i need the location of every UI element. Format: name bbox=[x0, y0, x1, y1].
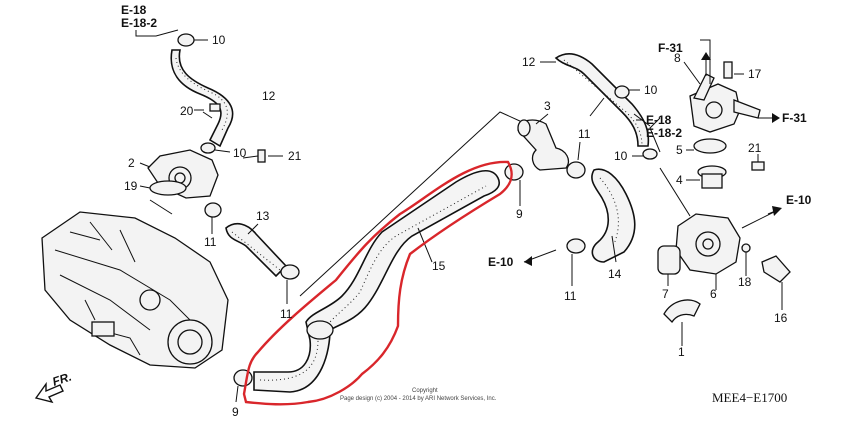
front-label: FR. bbox=[51, 370, 74, 389]
o-ring-19 bbox=[139, 180, 187, 215]
ref-e10-right: E-10 bbox=[786, 193, 812, 207]
ref-e182-top: E-18-2 bbox=[121, 16, 157, 30]
clamp-10-mid bbox=[200, 142, 231, 154]
front-arrow: FR. bbox=[34, 370, 74, 404]
ref-arrows bbox=[135, 29, 782, 266]
callout-9-a: 9 bbox=[232, 405, 239, 419]
clamp-11-c bbox=[566, 141, 586, 179]
callout-12-b: 12 bbox=[522, 55, 536, 69]
ref-f31-right: F-31 bbox=[782, 111, 807, 125]
clamp-11-b bbox=[280, 264, 300, 304]
sensor-16 bbox=[761, 255, 791, 310]
washer-18 bbox=[741, 243, 751, 276]
callout-5: 5 bbox=[676, 143, 683, 157]
bracket-1 bbox=[663, 299, 701, 346]
bolt-20 bbox=[194, 103, 221, 119]
callout-4: 4 bbox=[676, 173, 683, 187]
clamp-11-d bbox=[566, 238, 586, 286]
bolt-17 bbox=[723, 61, 744, 79]
callout-21-b: 21 bbox=[748, 141, 762, 155]
ref-e18-top: E-18 bbox=[121, 3, 147, 17]
clamp-10-right bbox=[614, 85, 640, 99]
callout-14: 14 bbox=[608, 267, 622, 281]
callout-11-a: 11 bbox=[204, 235, 217, 249]
clamp-10-lower-right bbox=[632, 148, 658, 160]
callout-1: 1 bbox=[678, 345, 685, 359]
thermostat-housing-6 bbox=[675, 209, 779, 290]
callout-16: 16 bbox=[774, 311, 788, 325]
bolt-21-left bbox=[242, 149, 283, 163]
callout-11-b: 11 bbox=[280, 307, 293, 321]
callout-7: 7 bbox=[662, 287, 669, 301]
o-ring-5 bbox=[686, 138, 727, 154]
bolt-21-right bbox=[751, 154, 765, 171]
callout-11-d: 11 bbox=[564, 289, 577, 303]
thermostat-4 bbox=[686, 165, 727, 189]
callout-18: 18 bbox=[738, 275, 752, 289]
diagram-code: MEE4−E1700 bbox=[712, 390, 787, 405]
ref-e182-right: E-18-2 bbox=[646, 126, 682, 140]
copyright-line-1: Copyright bbox=[412, 388, 438, 394]
callout-21-a: 21 bbox=[288, 149, 302, 163]
callout-10-a: 10 bbox=[212, 33, 226, 47]
ref-e18-right: E-18 bbox=[646, 113, 672, 127]
clamp-10-top bbox=[177, 33, 208, 47]
callout-8: 8 bbox=[674, 51, 681, 65]
callout-13: 13 bbox=[256, 209, 270, 223]
hose-14 bbox=[591, 168, 636, 263]
hose-12-right bbox=[540, 52, 650, 147]
highlight-outline bbox=[242, 160, 513, 406]
ref-e10-left: E-10 bbox=[488, 255, 514, 269]
callout-11-c: 11 bbox=[578, 127, 591, 141]
callout-10-b: 10 bbox=[233, 146, 247, 160]
engine-block bbox=[41, 211, 229, 369]
clamp-11-left bbox=[204, 202, 222, 234]
callout-15: 15 bbox=[432, 259, 446, 273]
joint-3 bbox=[517, 113, 570, 171]
callout-10-c: 10 bbox=[644, 83, 658, 97]
callout-17: 17 bbox=[748, 67, 762, 81]
hose-15 bbox=[253, 170, 500, 393]
callout-12-a: 12 bbox=[262, 89, 276, 103]
callout-6: 6 bbox=[710, 287, 717, 301]
callout-9-b: 9 bbox=[516, 207, 523, 221]
ref-f31-top: F-31 bbox=[658, 41, 683, 55]
callout-19: 19 bbox=[124, 179, 138, 193]
callout-20: 20 bbox=[180, 104, 194, 118]
callout-10-d: 10 bbox=[614, 149, 628, 163]
callout-2: 2 bbox=[128, 156, 135, 170]
copyright-line-2: Page design (c) 2004 - 2014 by ARI Netwo… bbox=[340, 396, 497, 402]
hose-13 bbox=[225, 222, 288, 278]
callout-3: 3 bbox=[544, 99, 551, 113]
o-ring-7 bbox=[657, 245, 681, 286]
hose-12-left bbox=[170, 49, 234, 148]
clamp-9-bottom bbox=[233, 369, 253, 403]
thermostat-cover-8 bbox=[659, 39, 761, 217]
